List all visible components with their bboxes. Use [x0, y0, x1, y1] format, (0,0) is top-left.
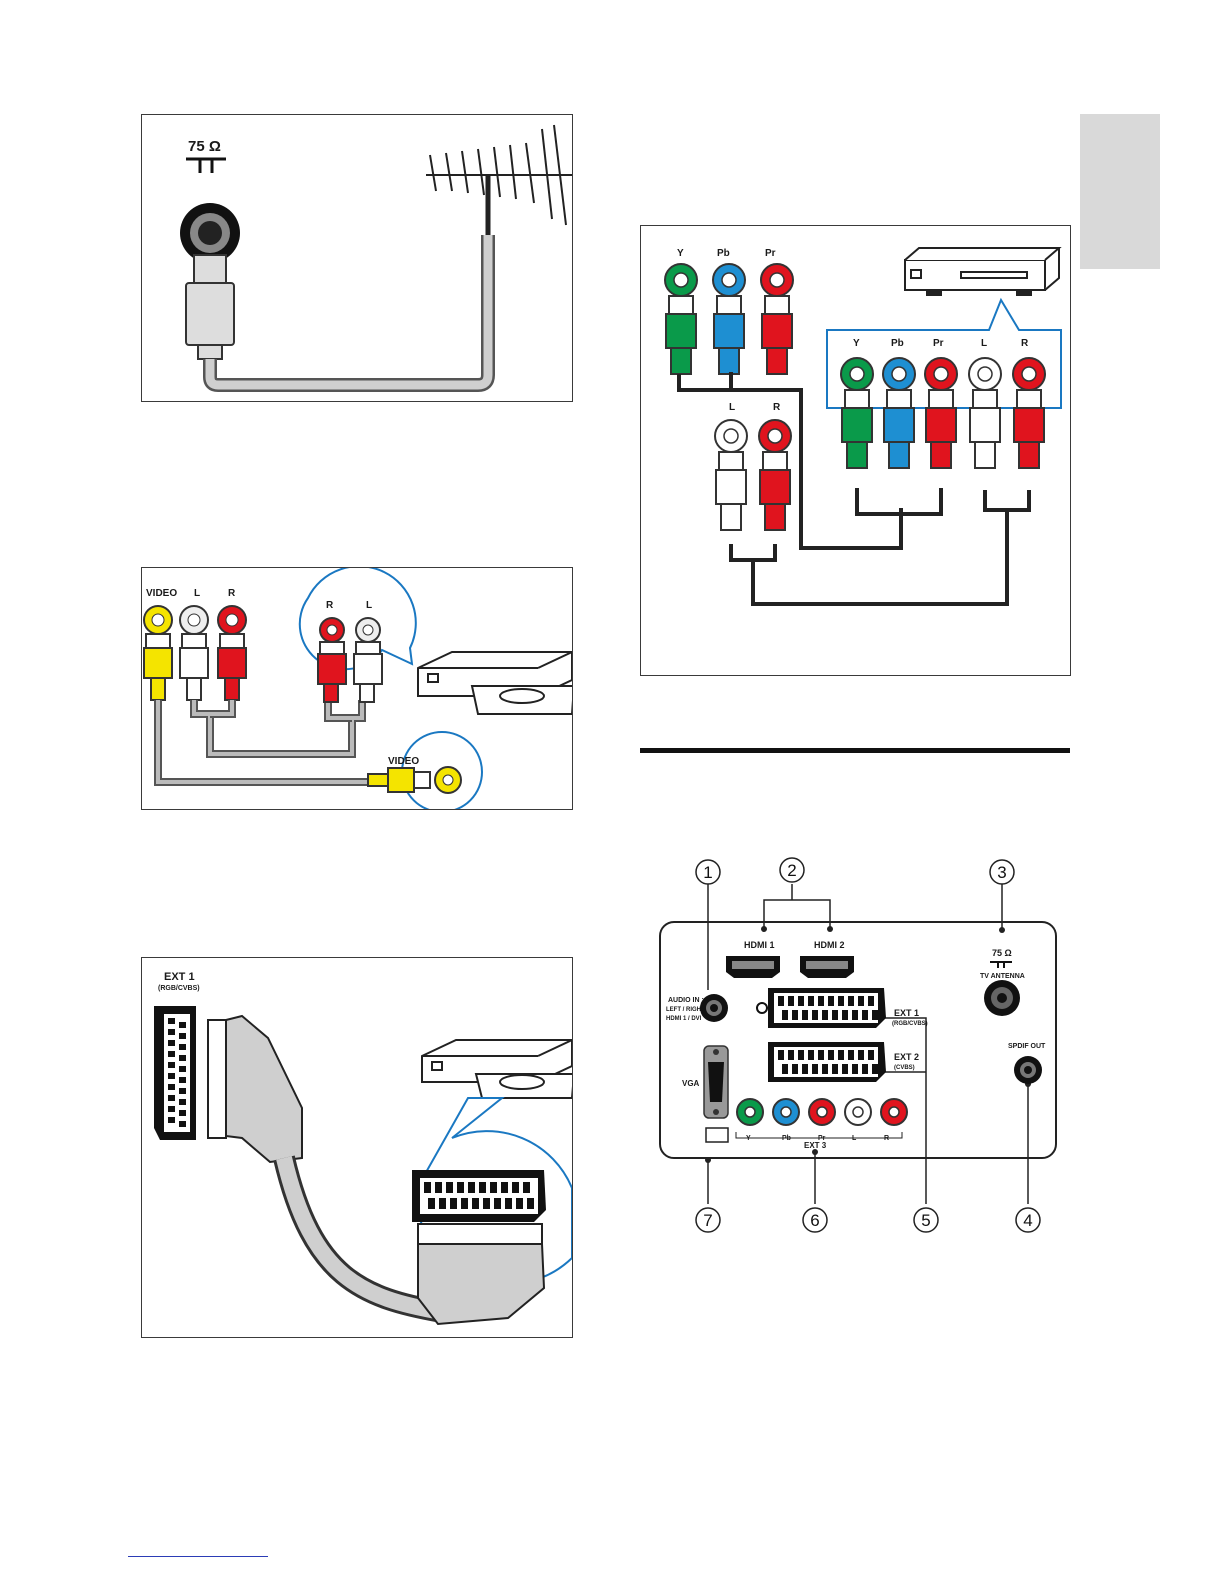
spdif-out-label: SPDIF OUT [1008, 1043, 1046, 1050]
composite-av-figure: VIDEO L R R [141, 567, 573, 810]
audio-in-label: AUDIO IN : [668, 997, 704, 1004]
tv-pb-plug [713, 264, 745, 374]
device-l-plug [969, 358, 1001, 468]
tv-scart-socket-icon [154, 1006, 196, 1140]
footer-link-underline[interactable] [128, 1556, 268, 1557]
dvd-player-icon [422, 1040, 572, 1098]
audio-in-jack[interactable] [700, 994, 728, 1022]
scart-ext-sub-label: (RGB/CVBS) [158, 985, 200, 992]
tv-l-label: L [729, 402, 735, 413]
scart-ext-label: EXT 1 [164, 971, 195, 983]
ohm-label: 75 Ω [992, 948, 1012, 958]
device-r-plug [1013, 358, 1045, 468]
callout-number-7: 7 [703, 1211, 712, 1230]
hdmi1-label: HDMI 1 [744, 940, 775, 950]
component-video-figure: Y Pb Pr L R Y Pb Pr L R [640, 225, 1071, 676]
language-side-tab [1080, 114, 1160, 269]
device-r-label: R [326, 600, 334, 611]
hdmi2-port[interactable] [800, 956, 854, 978]
device-y-label: Y [853, 338, 860, 349]
tv-pb-label: Pb [717, 248, 730, 259]
dvd-player-icon [418, 652, 572, 714]
tv-audio-l-plug [180, 606, 208, 700]
vga-port[interactable] [704, 1046, 728, 1118]
callout-4: 4 [1016, 1208, 1040, 1232]
tv-pr-label: Pr [765, 248, 776, 259]
hdmi2-label: HDMI 2 [814, 940, 845, 950]
ext3-pr-jack[interactable] [809, 1099, 835, 1125]
ext1-scart-socket[interactable] [757, 988, 886, 1028]
callout-5: 5 [914, 1208, 938, 1232]
label-plate [706, 1128, 728, 1142]
callout-number-3: 3 [997, 863, 1006, 882]
device-video-label: VIDEO [388, 756, 419, 767]
device-pb-plug [883, 358, 915, 468]
callout-number-4: 4 [1023, 1211, 1032, 1230]
device-y-plug [841, 358, 873, 468]
ext3-label: EXT 3 [804, 1141, 827, 1150]
tv-audio-r-plug [218, 606, 246, 700]
callout-2: 2 [780, 858, 804, 882]
antenna-cable [210, 235, 488, 385]
callout-6: 6 [803, 1208, 827, 1232]
antenna-jack-icon [180, 203, 240, 359]
ext1-sub-label: (RGB/CVBS) [892, 1021, 928, 1027]
tv-y-label: Y [677, 248, 684, 259]
tv-antenna-label: TV ANTENNA [980, 973, 1025, 980]
callout-number-1: 1 [703, 863, 712, 882]
device-l-label: L [981, 338, 987, 349]
device-pr-plug [925, 358, 957, 468]
ext1-label: EXT 1 [894, 1008, 919, 1018]
ext3-r-jack[interactable] [881, 1099, 907, 1125]
device-scart-socket-icon [412, 1170, 546, 1222]
callout-number-2: 2 [787, 861, 796, 880]
device-video-plug [368, 768, 430, 792]
ext2-scart-socket[interactable] [768, 1042, 886, 1082]
antenna-connection-figure: 75 Ω [141, 114, 573, 402]
ext3-pb-jack[interactable] [773, 1099, 799, 1125]
section-divider-rule [640, 748, 1070, 753]
callout-3: 3 [990, 860, 1014, 884]
ext2-label: EXT 2 [894, 1052, 919, 1062]
roof-antenna-icon [426, 125, 572, 235]
device-pb-label: Pb [891, 338, 904, 349]
scart-plug-icon [208, 1016, 302, 1162]
device-audio-r-plug [318, 618, 346, 702]
tv-l-label: L [194, 588, 200, 599]
tv-video-plug [144, 606, 172, 700]
scart-figure: EXT 1 (RGB/CVBS) [141, 957, 573, 1338]
device-audio-l-plug [354, 618, 382, 702]
device-pr-label: Pr [933, 338, 944, 349]
tv-l-plug [715, 420, 747, 530]
tv-r-label: R [773, 402, 781, 413]
antenna-symbol-icon [186, 159, 226, 173]
audio-in-hdmi-dvi-label: HDMI 1 / DVI [666, 1016, 702, 1022]
callout-number-6: 6 [810, 1211, 819, 1230]
device-r-label: R [1021, 338, 1029, 349]
tv-y-plug [665, 264, 697, 374]
tv-r-label: R [228, 588, 236, 599]
tv-r-plug [759, 420, 791, 530]
antenna-impedance-label: 75 Ω [188, 138, 221, 155]
tv-pr-plug [761, 264, 793, 374]
ext2-sub-label: (CVBS) [894, 1065, 915, 1071]
ext3-l-jack[interactable] [845, 1099, 871, 1125]
callout-1: 1 [696, 860, 720, 884]
hdmi1-port[interactable] [726, 956, 780, 978]
device-scart-plug-icon [418, 1224, 544, 1324]
tv-video-label: VIDEO [146, 588, 177, 599]
device-l-label: L [366, 600, 372, 611]
tv-back-panel-figure: 1 2 3 4 5 6 7 HDMI 1 HDMI 2 75 Ω [640, 850, 1070, 1240]
audio-in-left-right-label: LEFT / RIGHT [666, 1007, 705, 1013]
callout-number-5: 5 [921, 1211, 930, 1230]
spdif-out-jack[interactable] [1014, 1056, 1042, 1084]
tv-antenna-socket[interactable] [984, 980, 1020, 1016]
player-device-icon [905, 248, 1059, 295]
ext3-y-jack[interactable] [737, 1099, 763, 1125]
callout-7: 7 [696, 1208, 720, 1232]
vga-label: VGA [682, 1079, 700, 1088]
